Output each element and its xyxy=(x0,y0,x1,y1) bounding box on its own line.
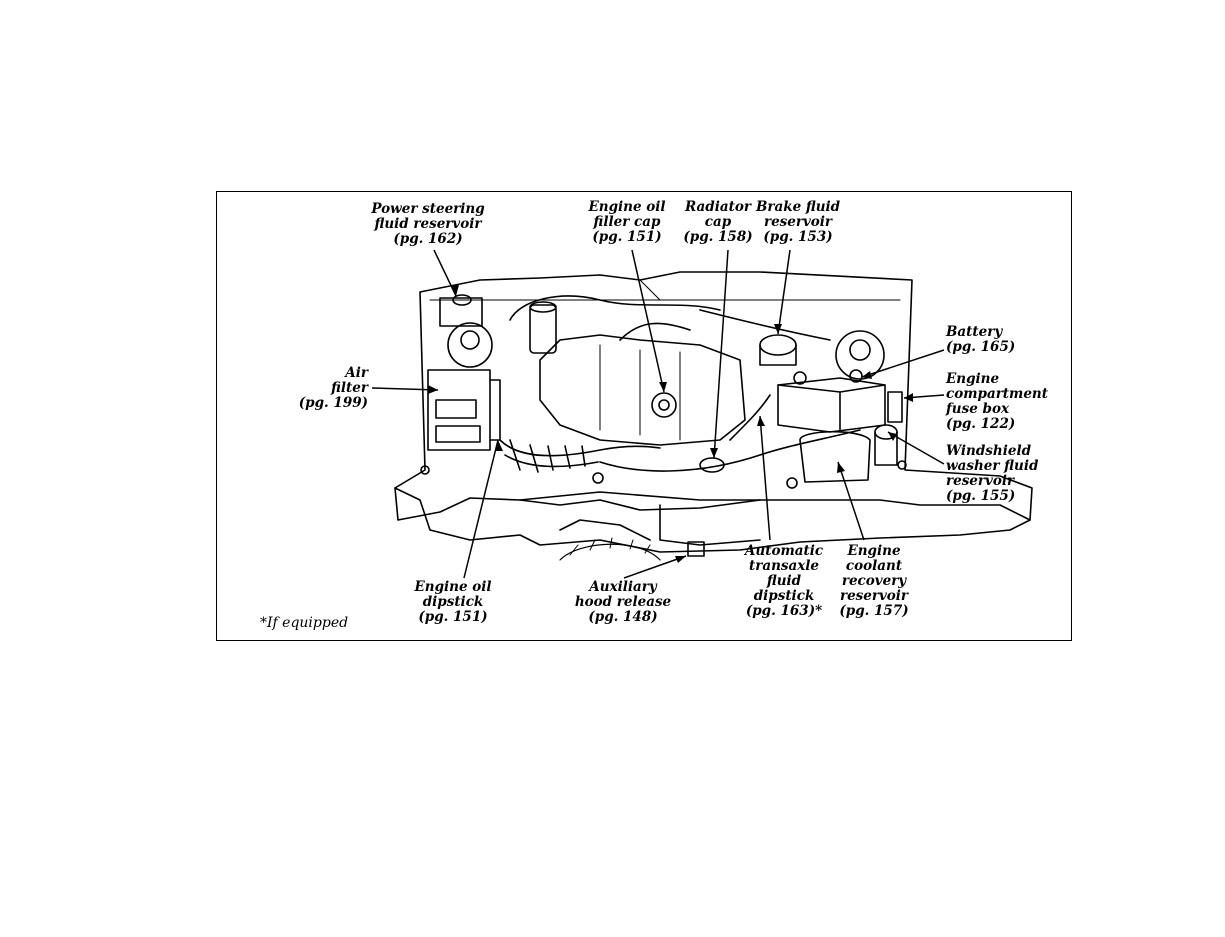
label-power-steering: Power steering fluid reservoir (pg. 162) xyxy=(371,201,485,247)
label-washer-fluid: Windshield washer fluid reservoir (pg. 1… xyxy=(946,443,1039,504)
label-transaxle-dipstick: Automatic transaxle fluid dipstick (pg. … xyxy=(744,543,824,619)
leader-coolant xyxy=(837,461,865,541)
front-bumper xyxy=(394,487,1031,553)
leader-battery xyxy=(861,349,945,378)
leader-air-filter xyxy=(371,387,439,391)
left-strut-tower xyxy=(447,322,493,368)
leader-oil-filler-cap xyxy=(631,249,665,393)
label-coolant-reservoir: Engine coolant recovery reservoir (pg. 1… xyxy=(839,543,909,619)
oil-filler-cap xyxy=(651,392,677,418)
label-engine-oil-dipstick: Engine oil dipstick (pg. 151) xyxy=(414,579,492,625)
brake-fluid-reservoir xyxy=(759,334,797,356)
label-radiator-cap: Radiator cap (pg. 158) xyxy=(683,199,753,245)
label-hood-release: Auxiliary hood release (pg. 148) xyxy=(574,579,672,625)
engine-block xyxy=(539,334,746,446)
leader-transaxle-dipstick xyxy=(759,415,771,541)
label-brake-fluid: Brake fluid reservoir (pg. 153) xyxy=(756,199,841,245)
label-air-filter: Air filter (pg. 199) xyxy=(298,365,368,411)
right-strut-tower xyxy=(835,330,885,380)
footnote: *If equipped xyxy=(260,615,349,631)
leader-hood-release xyxy=(623,555,687,579)
power-steering-reservoir xyxy=(439,297,483,327)
label-battery: Battery (pg. 165) xyxy=(946,324,1016,355)
air-filter-box xyxy=(427,369,491,451)
hood-release-cable xyxy=(659,504,761,546)
leader-washer-fluid xyxy=(887,431,945,465)
fuse-box xyxy=(887,391,903,423)
diagram-frame xyxy=(216,191,1072,641)
intake-hose xyxy=(499,439,661,457)
leader-brake-fluid xyxy=(777,249,791,335)
leader-radiator-cap xyxy=(713,249,729,459)
label-fuse-box: Engine compartment fuse box (pg. 122) xyxy=(946,371,1048,432)
leader-oil-dipstick xyxy=(463,439,499,579)
label-engine-oil-filler-cap: Engine oil filler cap (pg. 151) xyxy=(588,199,666,245)
coolant-reservoir xyxy=(799,430,871,483)
